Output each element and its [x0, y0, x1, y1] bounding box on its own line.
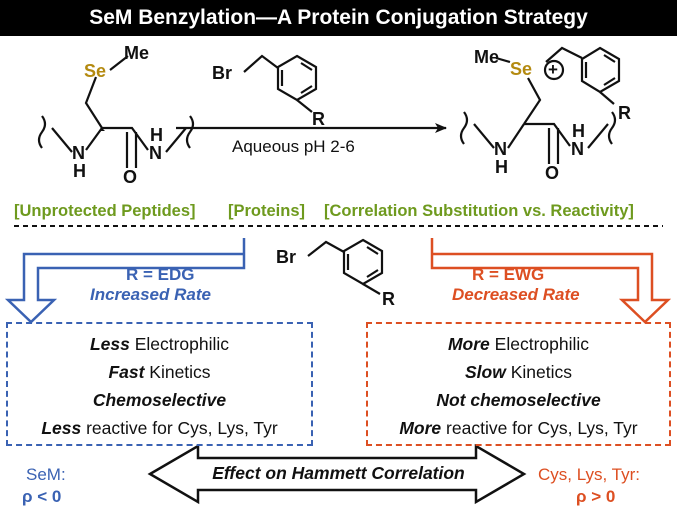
sem-label: SeM:	[26, 465, 66, 484]
middle-atom-br: Br	[276, 247, 297, 267]
right-line-3: Not chemoselective	[436, 390, 601, 410]
tag-unprotected-peptides: [Unprotected Peptides]	[14, 202, 196, 220]
left-line-4: Less reactive for Cys, Lys, Tyr	[41, 418, 278, 438]
left-panel: Less Electrophilic Fast Kinetics Chemose…	[6, 322, 313, 446]
tag-correlation: [Correlation Substitution vs. Reactivity…	[324, 202, 634, 220]
product-charge-plus: +	[548, 60, 558, 79]
reagent-atom-r: R	[312, 109, 325, 129]
right-line-4: More reactive for Cys, Lys, Tyr	[399, 418, 638, 438]
title: SeM Benzylation—A Protein Conjugation St…	[0, 0, 677, 36]
right-line-2: Slow Kinetics	[465, 362, 572, 382]
right-bent-arrow	[430, 238, 672, 324]
reaction-conditions: Aqueous pH 2-6	[232, 137, 355, 156]
product-structure	[459, 46, 621, 164]
left-subheading: Increased Rate	[90, 285, 211, 304]
sem-rho-value: ρ < 0	[22, 487, 62, 506]
left-line-2: Fast Kinetics	[108, 362, 211, 382]
starting-material-structure	[37, 55, 195, 168]
hammett-double-arrow	[147, 443, 527, 505]
middle-atom-r: R	[382, 289, 395, 309]
start-atom-o: O	[123, 167, 138, 187]
product-atom-r: R	[618, 103, 631, 123]
product-atom-n2: N	[571, 139, 584, 159]
right-line-1: More Electrophilic	[447, 334, 590, 354]
start-atom-h2: H	[150, 125, 163, 145]
start-atom-h: H	[73, 161, 86, 181]
middle-reagent-structure	[307, 238, 384, 295]
hammett-arrow-label: Effect on Hammett Correlation	[212, 463, 465, 483]
tag-proteins: [Proteins]	[228, 202, 306, 220]
left-line-3: Chemoselective	[92, 390, 227, 410]
left-heading: R = EDG	[126, 265, 195, 284]
product-atom-h2: H	[572, 121, 585, 141]
reagent-atom-br: Br	[212, 63, 233, 83]
cys-rho-value: ρ > 0	[576, 487, 616, 506]
wedge-bond	[99, 128, 105, 131]
product-atom-se: Se	[510, 59, 533, 79]
cys-lys-tyr-label: Cys, Lys, Tyr:	[538, 465, 641, 484]
reagent-structure	[243, 54, 318, 113]
right-panel: More Electrophilic Slow Kinetics Not che…	[366, 322, 671, 446]
left-line-1: Less Electrophilic	[89, 334, 230, 354]
product-atom-h: H	[495, 157, 508, 177]
start-atom-n2: N	[149, 143, 162, 163]
right-subheading: Decreased Rate	[452, 285, 580, 304]
start-atom-me: Me	[124, 43, 150, 63]
product-atom-o: O	[545, 163, 560, 183]
product-atom-me: Me	[474, 47, 500, 67]
start-atom-se: Se	[84, 61, 107, 81]
start-atom-n: N	[72, 143, 85, 163]
product-atom-n: N	[494, 139, 507, 159]
right-heading: R = EWG	[472, 265, 545, 284]
